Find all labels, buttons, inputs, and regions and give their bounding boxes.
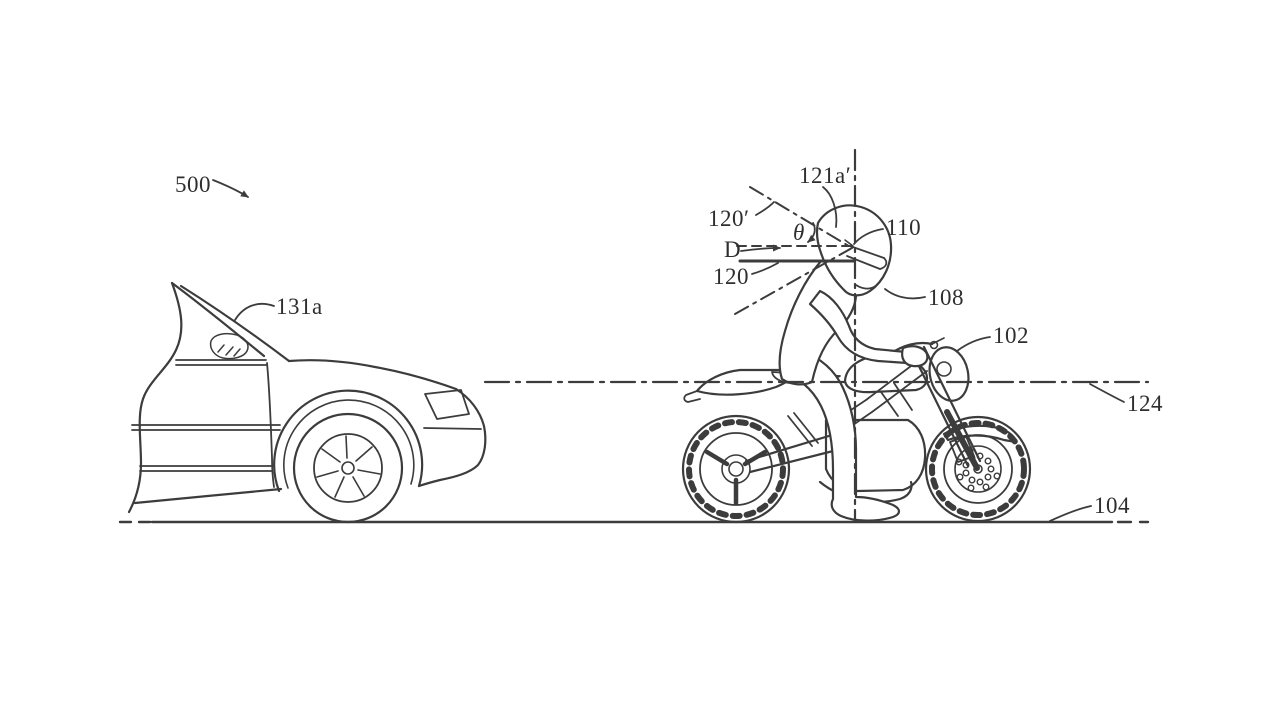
car — [127, 281, 487, 524]
label-500: 500 — [175, 172, 211, 197]
leader-D — [740, 244, 781, 252]
car-side-mirror — [209, 332, 249, 360]
leader-120-prime — [755, 201, 775, 216]
rider — [778, 204, 929, 522]
car-door-seam — [266, 362, 275, 488]
car-beltline — [175, 359, 267, 366]
motorcycle-front-wheel — [924, 415, 1032, 523]
motorcycle-headlight — [928, 346, 970, 402]
leader-131a — [234, 302, 275, 321]
rear-tire-tread — [686, 419, 786, 519]
car-tire — [292, 412, 404, 524]
front-brake-disc — [954, 445, 1002, 493]
label-D: D — [724, 237, 741, 262]
car-wheel-arch — [273, 389, 424, 493]
car-wheel-spokes — [316, 435, 381, 498]
rider-glove — [901, 345, 929, 368]
car-front-bumper — [417, 387, 487, 488]
label-104: 104 — [1094, 493, 1130, 518]
label-102: 102 — [993, 323, 1029, 348]
leader-110 — [853, 228, 884, 245]
motorcycle-shock — [787, 412, 819, 447]
label-120-prime: 120′ — [708, 206, 750, 231]
reference-lines — [118, 148, 1150, 524]
leader-108 — [884, 288, 926, 300]
label-131a: 131a — [276, 294, 323, 319]
front-brake-disc-holes — [955, 447, 1001, 492]
motorcycle-headlight-lens — [936, 361, 952, 377]
theta-angle-arc — [807, 222, 816, 243]
motorcycle — [681, 337, 1032, 524]
car-wheel-rim — [313, 433, 383, 503]
front-tire-tread — [929, 420, 1027, 518]
car-side-molding — [131, 424, 281, 431]
leader-104 — [1049, 505, 1092, 522]
leader-124 — [1089, 383, 1125, 403]
car-hood-line — [287, 359, 458, 391]
label-theta: θ — [793, 220, 805, 245]
car-windshield-edge — [179, 284, 291, 363]
label-108: 108 — [928, 285, 964, 310]
car-headlight — [424, 389, 470, 420]
car-break-line — [127, 281, 183, 514]
motorcycle-fork — [910, 345, 982, 468]
rider-leg — [778, 347, 901, 522]
car-bumper-molding — [423, 427, 482, 430]
leader-102 — [956, 336, 991, 352]
label-120: 120 — [713, 264, 749, 289]
motorcycle-grip — [929, 340, 939, 350]
gaze-line-upward — [749, 186, 853, 249]
car-wheel-hub — [341, 461, 355, 475]
rear-wheel-spokes — [704, 449, 768, 506]
reference-labels: 500 131a 121a′ 110 108 102 124 104 D 120… — [175, 163, 1163, 518]
leader-121a-prime — [822, 186, 838, 228]
car-rocker-molding — [139, 465, 274, 472]
motorcycle-rear-wheel — [681, 414, 791, 524]
motorcycle-brake-lever — [931, 337, 945, 345]
label-121a-prime: 121a′ — [799, 163, 851, 188]
car-wheel-arch-lip — [283, 399, 415, 489]
car-a-pillar-outer — [170, 281, 266, 358]
leader-120 — [751, 262, 779, 275]
leader-lines — [212, 179, 1125, 522]
car-rocker-bottom — [133, 487, 283, 505]
motorcycle-fork-slider — [944, 409, 980, 471]
leader-500 — [212, 179, 249, 198]
gaze-line-downward — [734, 247, 853, 315]
label-124: 124 — [1127, 391, 1163, 416]
motorcycle-tail-tip — [683, 390, 701, 403]
label-110: 110 — [886, 215, 921, 240]
